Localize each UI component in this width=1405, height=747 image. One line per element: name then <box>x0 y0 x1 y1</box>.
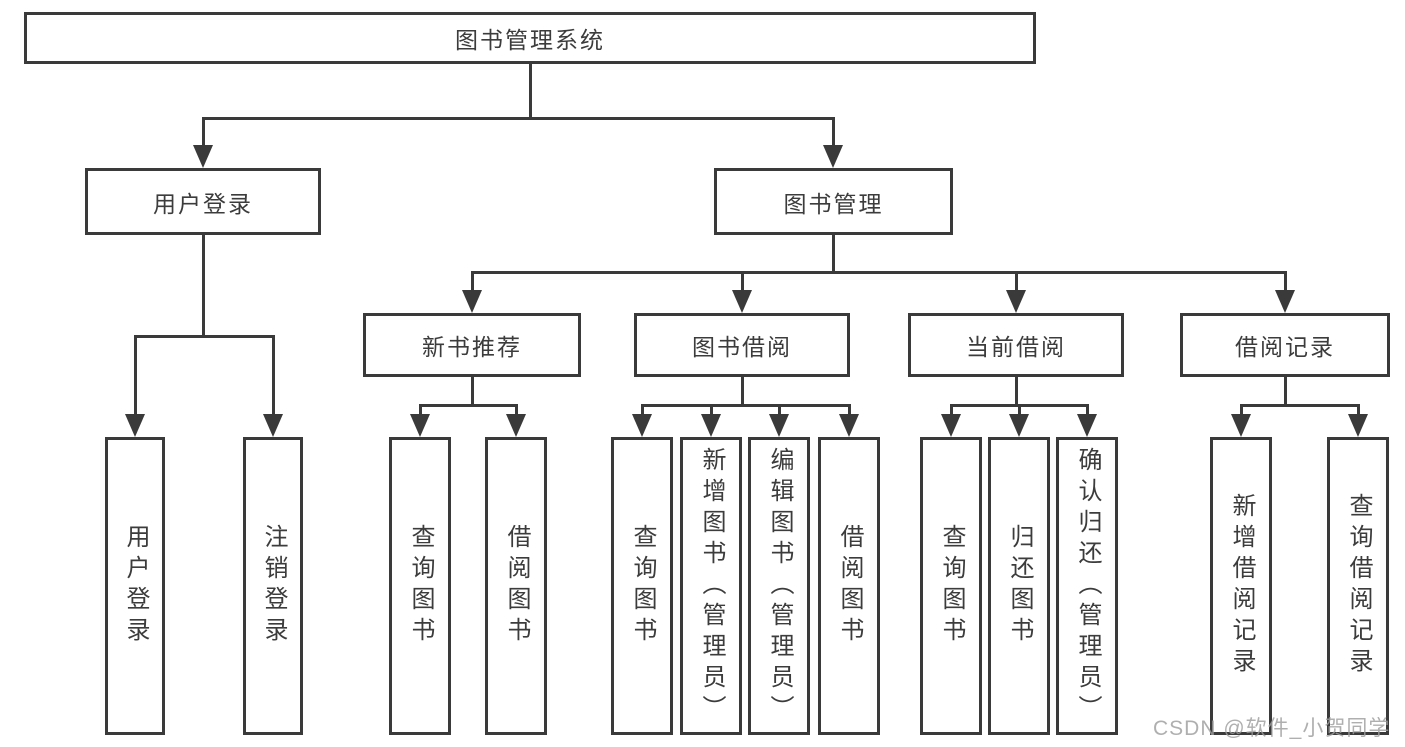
connector-nb-borrow-shaft <box>514 405 518 417</box>
connector-cb-confirm-shaft <box>1085 405 1089 417</box>
arrowhead-to-bookborrow-icon <box>732 290 752 313</box>
arrowhead-to-bb-borrow-icon <box>839 414 859 437</box>
arrowhead-to-cb-confirm-icon <box>1077 414 1097 437</box>
leaf-cb-query-books: 查询图书 <box>920 437 982 735</box>
connector-records-shaft <box>1283 272 1287 292</box>
leaf-bb-edit-books-admin: 编辑图书（管理员） <box>748 437 810 735</box>
connector-currentborrow-stem <box>1014 377 1018 406</box>
leaf-rec-add-record: 新增借阅记录 <box>1210 437 1272 735</box>
connector-root-stem <box>528 64 532 118</box>
arrowhead-to-currentborrow-icon <box>1006 290 1026 313</box>
connector-login-branch <box>133 334 275 338</box>
connector-login-stem <box>201 235 205 336</box>
connector-rec-query-shaft <box>1356 405 1360 417</box>
connector-rec-add-shaft <box>1239 405 1243 417</box>
leaf-bb-query-books: 查询图书 <box>611 437 673 735</box>
connector-bookborrow-stem <box>740 377 744 406</box>
arrowhead-to-rec-query-icon <box>1348 414 1368 437</box>
connector-newbooks-branch <box>418 403 518 407</box>
connector-login-shaft <box>201 118 205 148</box>
leaf-rec-query-record: 查询借阅记录 <box>1327 437 1389 735</box>
leaf-cb-return-books: 归还图书 <box>988 437 1050 735</box>
arrowhead-to-cb-query-icon <box>941 414 961 437</box>
arrowhead-to-bb-query-icon <box>632 414 652 437</box>
leaf-bb-borrow-books: 借阅图书 <box>818 437 880 735</box>
arrowhead-to-rec-add-icon <box>1231 414 1251 437</box>
arrowhead-to-cb-return-icon <box>1009 414 1029 437</box>
arrowhead-to-nb-query-icon <box>410 414 430 437</box>
connector-records-stem <box>1283 377 1287 406</box>
node-borrow-records: 借阅记录 <box>1180 313 1390 377</box>
node-book-management: 图书管理 <box>714 168 953 235</box>
arrowhead-to-bookmgmt-icon <box>823 145 843 168</box>
leaf-user-login: 用户登录 <box>105 437 165 735</box>
connector-bb-edit-shaft <box>777 405 781 417</box>
connector-root-branch <box>201 116 835 120</box>
connector-currentborrow-shaft <box>1014 272 1018 292</box>
leaf-cb-confirm-return-admin: 确认归还（管理员） <box>1056 437 1118 735</box>
arrowhead-to-login-icon <box>193 145 213 168</box>
node-current-borrow: 当前借阅 <box>908 313 1124 377</box>
connector-newbooks-stem <box>470 377 474 406</box>
leaf-nb-query-books: 查询图书 <box>389 437 451 735</box>
arrowhead-to-logout-icon <box>263 414 283 437</box>
connector-cb-query-shaft <box>949 405 953 417</box>
connector-logout-shaft <box>271 336 275 418</box>
connector-bb-query-shaft <box>640 405 644 417</box>
connector-bb-borrow-shaft <box>847 405 851 417</box>
arrowhead-to-bb-edit-icon <box>769 414 789 437</box>
leaf-logout-login: 注销登录 <box>243 437 303 735</box>
watermark-csdn: CSDN @软件_小贺同学 <box>1153 717 1391 740</box>
node-root: 图书管理系统 <box>24 12 1036 64</box>
connector-userlogin-shaft <box>133 336 137 418</box>
leaf-bb-add-books-admin: 新增图书（管理员） <box>680 437 742 735</box>
node-user-login: 用户登录 <box>85 168 321 235</box>
arrowhead-to-bb-add-icon <box>701 414 721 437</box>
node-book-borrow: 图书借阅 <box>634 313 850 377</box>
arrowhead-to-newbooks-icon <box>462 290 482 313</box>
connector-bb-add-shaft <box>709 405 713 417</box>
arrowhead-to-userlogin-icon <box>125 414 145 437</box>
arrowhead-to-records-icon <box>1275 290 1295 313</box>
connector-bookborrow-branch <box>640 403 851 407</box>
leaf-nb-borrow-books: 借阅图书 <box>485 437 547 735</box>
connector-cb-return-shaft <box>1017 405 1021 417</box>
connector-bookmgmt-stem <box>831 235 835 272</box>
connector-bookborrow-shaft <box>740 272 744 292</box>
arrowhead-to-nb-borrow-icon <box>506 414 526 437</box>
connector-bookmgmt-shaft <box>831 118 835 148</box>
connector-nb-query-shaft <box>418 405 422 417</box>
connector-records-branch <box>1239 403 1360 407</box>
node-new-book-recommend: 新书推荐 <box>363 313 581 377</box>
connector-bookmgmt-branch <box>470 270 1287 274</box>
connector-newbooks-shaft <box>470 272 474 292</box>
